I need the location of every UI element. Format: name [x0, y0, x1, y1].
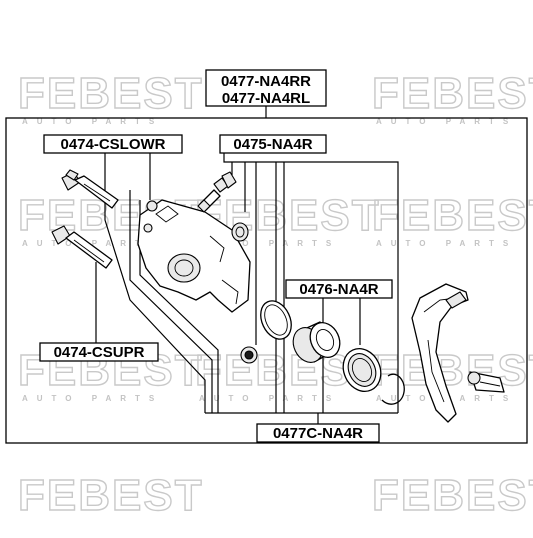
caliper-bracket — [411, 283, 505, 423]
svg-text:FEBEST: FEBEST — [18, 69, 204, 118]
svg-text:AUTO PARTS: AUTO PARTS — [22, 117, 163, 126]
svg-text:FEBEST: FEBEST — [372, 471, 533, 520]
svg-text:0474-CSLOWR: 0474-CSLOWR — [60, 136, 165, 153]
svg-text:FEBEST: FEBEST — [372, 191, 533, 240]
dust-boot — [342, 348, 382, 392]
piston-seal — [260, 300, 292, 340]
svg-text:AUTO PARTS: AUTO PARTS — [199, 394, 340, 403]
retaining-ring — [381, 373, 405, 405]
label-assembly-rl: 0477-NA4RL — [222, 90, 310, 107]
label-bolt-lower: 0474-CSLOWR — [43, 134, 183, 154]
pin-boot — [231, 222, 249, 242]
watermark-logo: FEBEST AUTO PARTS — [371, 68, 533, 126]
watermark-logo: FEBEST — [371, 470, 533, 520]
svg-text:FEBEST: FEBEST — [372, 346, 533, 395]
bleeder-cap — [221, 171, 237, 189]
label-repair-kit: 0475-NA4R — [219, 134, 327, 154]
piston — [292, 321, 341, 363]
svg-text:0475-NA4R: 0475-NA4R — [233, 136, 312, 153]
watermark-logo: FEBEST AUTO PARTS — [371, 190, 533, 248]
label-assembly-rr: 0477-NA4RR — [221, 73, 311, 90]
label-piston-kit: 0476-NA4R — [285, 279, 393, 299]
svg-text:0474-CSUPR: 0474-CSUPR — [54, 344, 145, 361]
svg-text:AUTO PARTS: AUTO PARTS — [22, 394, 163, 403]
watermark-logo: FEBEST AUTO PARTS — [17, 68, 204, 126]
pin-bushing — [240, 346, 258, 364]
guide-pin-bolt-lower — [61, 169, 119, 209]
watermark-logo: FEBEST — [17, 470, 204, 520]
svg-text:FEBEST: FEBEST — [18, 471, 204, 520]
svg-text:AUTO PARTS: AUTO PARTS — [199, 239, 340, 248]
label-assembly: 0477-NA4RR 0477-NA4RL — [205, 69, 327, 107]
bleeder-screw — [197, 177, 229, 213]
svg-text:AUTO PARTS: AUTO PARTS — [376, 117, 517, 126]
guide-pin-bolt-upper — [51, 225, 113, 269]
svg-text:0476-NA4R: 0476-NA4R — [299, 281, 378, 298]
svg-text:0477C-NA4R: 0477C-NA4R — [273, 425, 363, 442]
svg-text:AUTO PARTS: AUTO PARTS — [376, 239, 517, 248]
caliper-body — [137, 199, 251, 313]
label-bolt-upper: 0474-CSUPR — [39, 342, 159, 362]
leader-lines — [95, 106, 399, 424]
label-caliper-kit: 0477C-NA4R — [256, 423, 380, 443]
svg-text:FEBEST: FEBEST — [372, 69, 533, 118]
